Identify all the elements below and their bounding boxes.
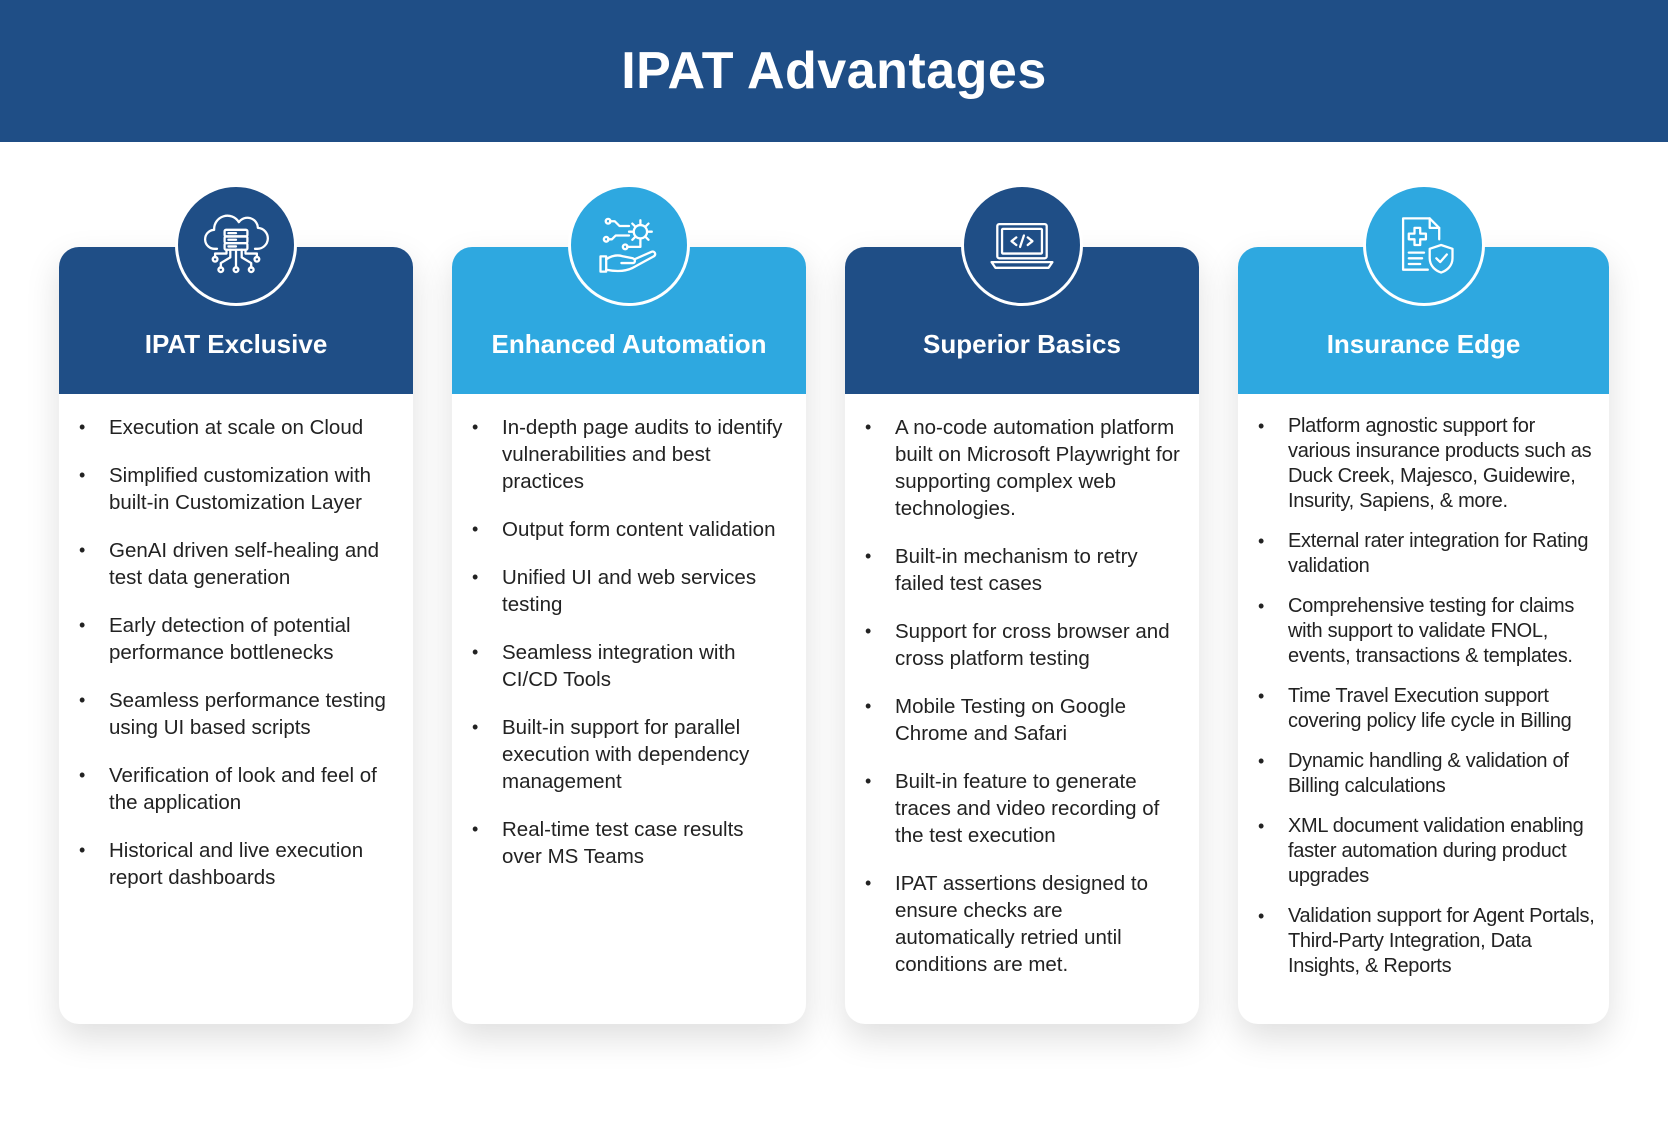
list-item: Simplified customization with built-in C… bbox=[79, 462, 395, 516]
list-item: Output form content validation bbox=[472, 516, 788, 543]
list-item: External rater integration for Rating va… bbox=[1258, 529, 1599, 579]
card-superior-basics: Superior Basics A no-code automation pla… bbox=[845, 184, 1199, 1024]
list-item: Seamless integration with CI/CD Tools bbox=[472, 639, 788, 693]
list-item: Validation support for Agent Portals, Th… bbox=[1258, 904, 1599, 979]
list-item: Verification of look and feel of the app… bbox=[79, 762, 395, 816]
card-header: Superior Basics bbox=[845, 184, 1199, 394]
list-item: In-depth page audits to identify vulnera… bbox=[472, 414, 788, 495]
list-item: XML document validation enabling faster … bbox=[1258, 814, 1599, 889]
page-title: IPAT Advantages bbox=[621, 42, 1047, 100]
list-item: Built-in mechanism to retry failed test … bbox=[865, 543, 1181, 597]
insurance-document-shield-icon bbox=[1363, 184, 1485, 306]
list-item: Support for cross browser and cross plat… bbox=[865, 618, 1181, 672]
list-item: Real-time test case results over MS Team… bbox=[472, 816, 788, 870]
card-header: IPAT Exclusive bbox=[59, 184, 413, 394]
list-item: Unified UI and web services testing bbox=[472, 564, 788, 618]
list-item: GenAI driven self-healing and test data … bbox=[79, 537, 395, 591]
card-title: IPAT Exclusive bbox=[144, 329, 328, 359]
card-title: Superior Basics bbox=[923, 329, 1121, 359]
list-item: Seamless performance testing using UI ba… bbox=[79, 687, 395, 741]
list-item: Mobile Testing on Google Chrome and Safa… bbox=[865, 693, 1181, 747]
list-item: Built-in feature to generate traces and … bbox=[865, 768, 1181, 849]
list-item: Platform agnostic support for various in… bbox=[1258, 414, 1599, 514]
feature-list: A no-code automation platform built on M… bbox=[845, 394, 1199, 978]
list-item: Execution at scale on Cloud bbox=[79, 414, 395, 441]
card-ipat-exclusive: IPAT Exclusive Execution at scale on Clo… bbox=[59, 184, 413, 1024]
laptop-code-icon bbox=[961, 184, 1083, 306]
list-item: Time Travel Execution support covering p… bbox=[1258, 684, 1599, 734]
list-item: Built-in support for parallel execution … bbox=[472, 714, 788, 795]
feature-list: In-depth page audits to identify vulnera… bbox=[452, 394, 806, 870]
list-item: Comprehensive testing for claims with su… bbox=[1258, 594, 1599, 669]
list-item: Dynamic handling & validation of Billing… bbox=[1258, 749, 1599, 799]
card-enhanced-automation: Enhanced Automation In-depth page audits… bbox=[452, 184, 806, 1024]
cloud-server-icon bbox=[175, 184, 297, 306]
card-insurance-edge: Insurance Edge Platform agnostic support… bbox=[1238, 184, 1609, 1024]
header-banner: IPAT Advantages bbox=[0, 0, 1668, 142]
list-item: Early detection of potential performance… bbox=[79, 612, 395, 666]
feature-list: Platform agnostic support for various in… bbox=[1238, 394, 1609, 979]
feature-list: Execution at scale on Cloud Simplified c… bbox=[59, 394, 413, 891]
card-title: Enhanced Automation bbox=[491, 329, 767, 359]
card-header: Enhanced Automation bbox=[452, 184, 806, 394]
list-item: IPAT assertions designed to ensure check… bbox=[865, 870, 1181, 978]
card-header: Insurance Edge bbox=[1238, 184, 1609, 394]
gear-hand-automation-icon bbox=[568, 184, 690, 306]
list-item: A no-code automation platform built on M… bbox=[865, 414, 1181, 522]
card-title: Insurance Edge bbox=[1326, 329, 1521, 359]
list-item: Historical and live execution report das… bbox=[79, 837, 395, 891]
